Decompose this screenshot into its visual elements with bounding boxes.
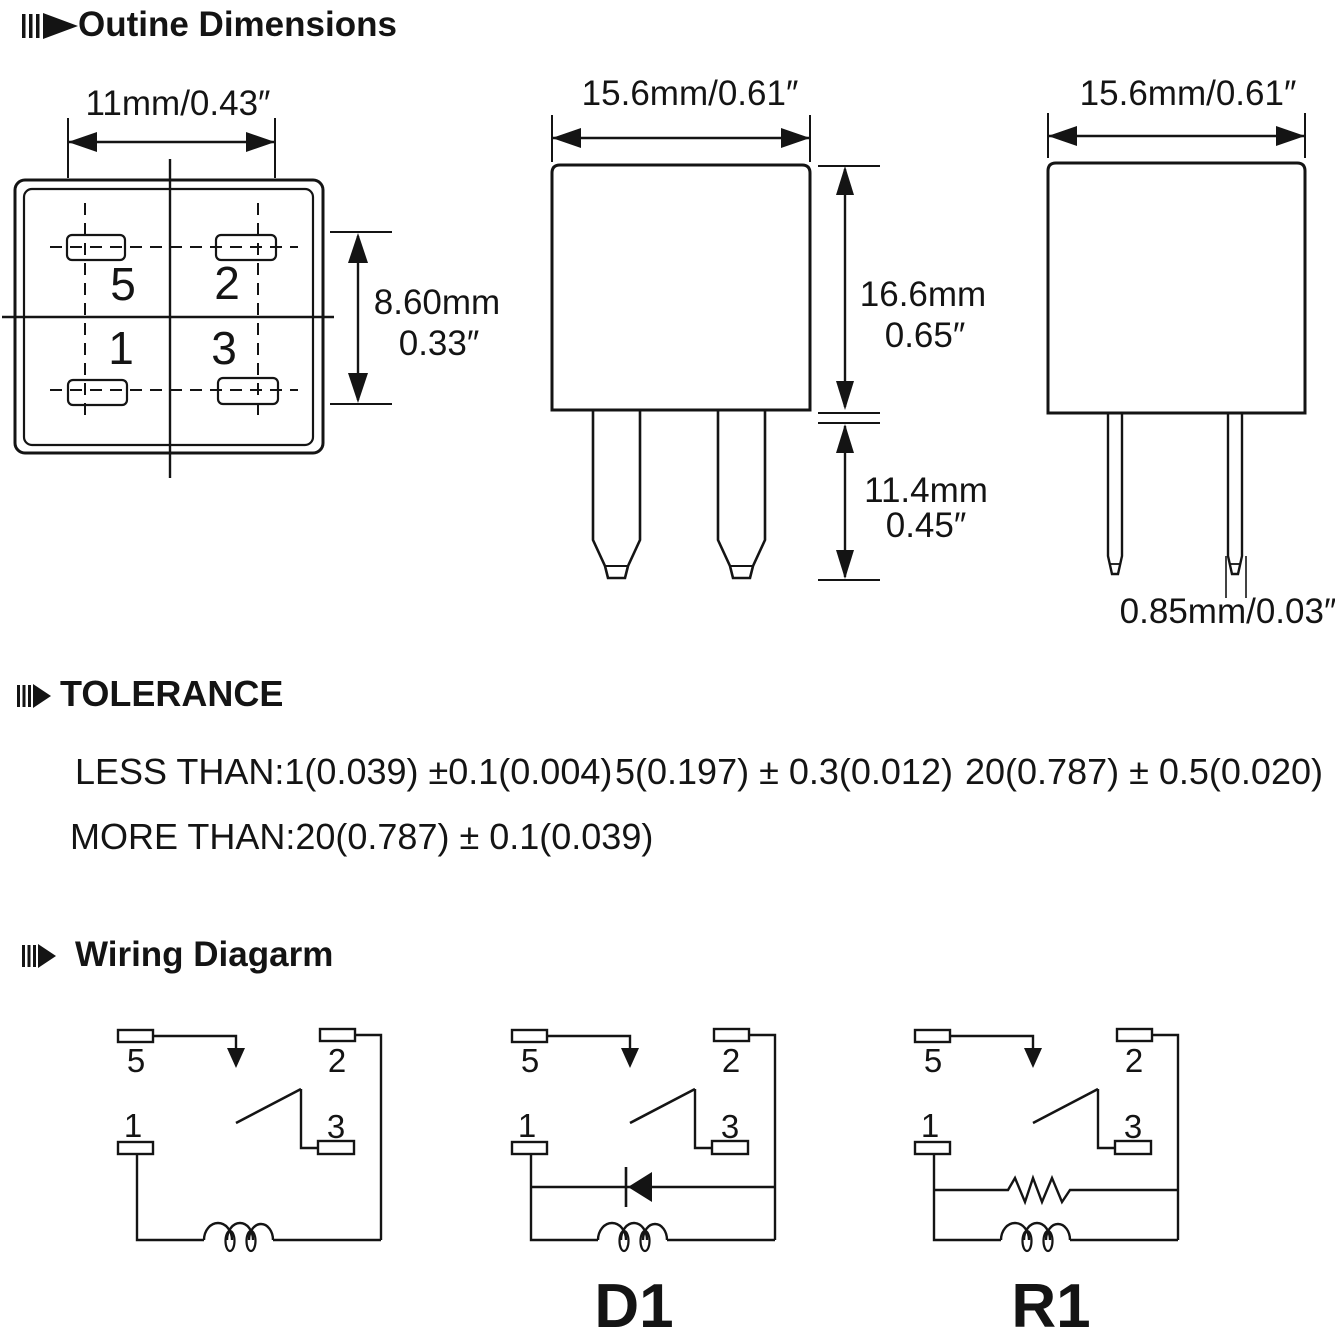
bottom-view-pin-1: 1 xyxy=(108,322,134,374)
wiring2-pin-1: 1 xyxy=(517,1107,537,1144)
coil-arrow xyxy=(621,1048,639,1068)
dim-label-side-width: 15.6mm/0.61″ xyxy=(1079,74,1297,113)
tolerance-less-than-mid: 5(0.197) ± 0.3(0.012) xyxy=(615,751,953,792)
outline-section-title: Outine Dimensions xyxy=(78,5,397,44)
resistor xyxy=(934,1174,1178,1206)
relay-bottom-view-drawing xyxy=(2,118,392,478)
wiring3-pin-5: 5 xyxy=(923,1042,943,1079)
wiring-diagram-diode xyxy=(510,1027,777,1253)
wiring2-pin-5: 5 xyxy=(520,1042,540,1079)
coil xyxy=(202,1221,275,1253)
wiring1-pin-2: 2 xyxy=(327,1042,347,1079)
dim-label-terminal-length-in: 0.45″ xyxy=(885,506,967,545)
dim-label-body-height-mm: 16.6mm xyxy=(859,275,987,314)
dim-label-bottom-width: 11mm/0.43″ xyxy=(85,84,271,123)
dim-ext-0-85mm xyxy=(1225,556,1247,598)
pin-centerlines xyxy=(50,203,298,417)
switch-contact xyxy=(235,1087,318,1150)
wiring-diagram-basic xyxy=(116,1027,383,1253)
dim-label-pin-thickness: 0.85mm/0.03″ xyxy=(1119,592,1335,631)
dim-arrow-11-4mm xyxy=(818,424,880,581)
wiring3-pin-3: 3 xyxy=(1123,1108,1143,1145)
blade-terminals xyxy=(591,410,767,580)
bottom-view-pin-2: 2 xyxy=(214,257,240,309)
coil xyxy=(596,1221,669,1253)
tolerance-less-than: LESS THAN:1(0.039) ±0.1(0.004) xyxy=(75,751,613,792)
switch-contact xyxy=(629,1087,712,1150)
section-arrow-icon xyxy=(22,13,78,39)
coil xyxy=(999,1221,1072,1253)
dim-label-front-width: 15.6mm/0.61″ xyxy=(581,74,799,113)
wiring-section-title: Wiring Diagarm xyxy=(75,935,334,974)
wiring3-pin-2: 2 xyxy=(1124,1042,1144,1079)
wiring1-pin-1: 1 xyxy=(123,1107,143,1144)
side-pins xyxy=(1106,413,1244,576)
wiring-diagram-resistor xyxy=(913,1027,1180,1253)
wiring3-pin-1: 1 xyxy=(920,1107,940,1144)
relay-side-view-drawing xyxy=(1046,113,1307,598)
bottom-view-pin-5: 5 xyxy=(110,258,136,310)
tolerance-less-than-high: 20(0.787) ± 0.5(0.020) xyxy=(965,751,1323,792)
diode-variant-label: D1 xyxy=(594,1272,674,1335)
wiring2-pin-2: 2 xyxy=(721,1042,741,1079)
dim-arrow-8-60mm xyxy=(330,231,392,405)
dim-arrow-15-6mm-front xyxy=(551,115,811,162)
tolerance-section-title: TOLERANCE xyxy=(60,673,284,714)
coil-arrow xyxy=(227,1048,245,1068)
dim-arrow-16-6mm xyxy=(818,165,880,424)
diode xyxy=(531,1167,775,1207)
terminal-slots xyxy=(65,233,280,407)
bottom-view-pin-3: 3 xyxy=(211,322,237,374)
dim-label-row-pitch-mm: 8.60mm xyxy=(373,283,501,322)
wiring1-pin-3: 3 xyxy=(326,1108,346,1145)
tolerance-more-than: MORE THAN:20(0.787) ± 0.1(0.039) xyxy=(70,816,654,857)
section-arrow-icon xyxy=(17,684,51,708)
dim-label-body-height-in: 0.65″ xyxy=(884,316,966,355)
wiring1-pin-5: 5 xyxy=(126,1042,146,1079)
dim-arrow-11mm xyxy=(67,118,276,178)
dim-label-row-pitch-in: 0.33″ xyxy=(398,324,480,363)
section-arrow-icon xyxy=(22,944,56,968)
wiring2-pin-3: 3 xyxy=(720,1108,740,1145)
switch-contact xyxy=(1032,1087,1115,1150)
dim-label-terminal-length-mm: 11.4mm xyxy=(864,471,988,510)
dim-arrow-15-6mm-side xyxy=(1047,113,1306,158)
resistor-variant-label: R1 xyxy=(1011,1272,1091,1335)
coil-arrow xyxy=(1024,1048,1042,1068)
relay-front-view-drawing xyxy=(550,115,880,581)
